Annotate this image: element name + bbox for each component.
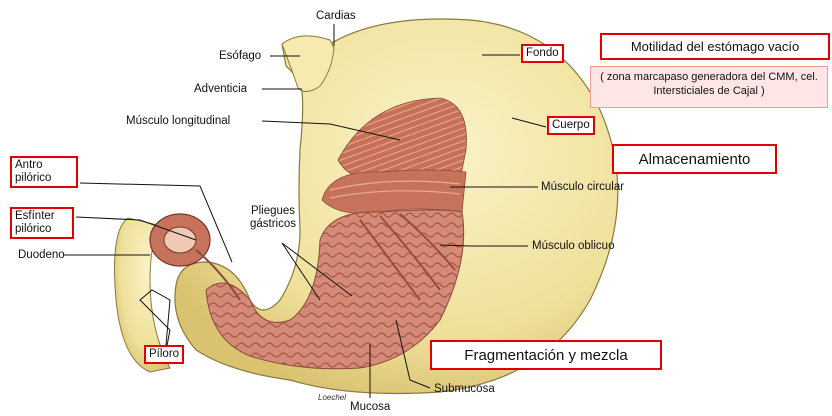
boxed-label-antro-pilorico: Antro pilórico	[10, 156, 78, 188]
label-submucosa: Submucosa	[434, 383, 495, 396]
label-cardias: Cardias	[316, 10, 356, 23]
boxed-label-piloro: Píloro	[144, 345, 184, 364]
label-musculo-longitudinal: Músculo longitudinal	[126, 115, 230, 128]
label-esofago: Esófago	[219, 50, 261, 63]
boxed-label-fondo: Fondo	[521, 44, 564, 63]
annotation-marcapaso: ( zona marcapaso generadora del CMM, cel…	[590, 66, 828, 108]
annotation-almacenamiento: Almacenamiento	[612, 144, 777, 174]
label-pliegues-gastricos: Pliegues gástricos	[240, 205, 306, 231]
boxed-label-esfinter-pilorico: Esfínter pilórico	[10, 207, 74, 239]
circular-muscle-layer	[322, 170, 466, 214]
artist-signature: Loechel	[318, 393, 346, 402]
label-mucosa: Mucosa	[350, 401, 390, 414]
annotation-fragmentacion: Fragmentación y mezcla	[430, 340, 662, 370]
label-musculo-circular: Músculo circular	[541, 181, 624, 194]
boxed-label-cuerpo: Cuerpo	[547, 116, 595, 135]
label-musculo-oblicuo: Músculo oblicuo	[532, 240, 614, 253]
label-duodeno: Duodeno	[18, 249, 65, 262]
label-adventicia: Adventicia	[194, 83, 247, 96]
annotation-motilidad: Motilidad del estómago vacío	[600, 33, 830, 60]
